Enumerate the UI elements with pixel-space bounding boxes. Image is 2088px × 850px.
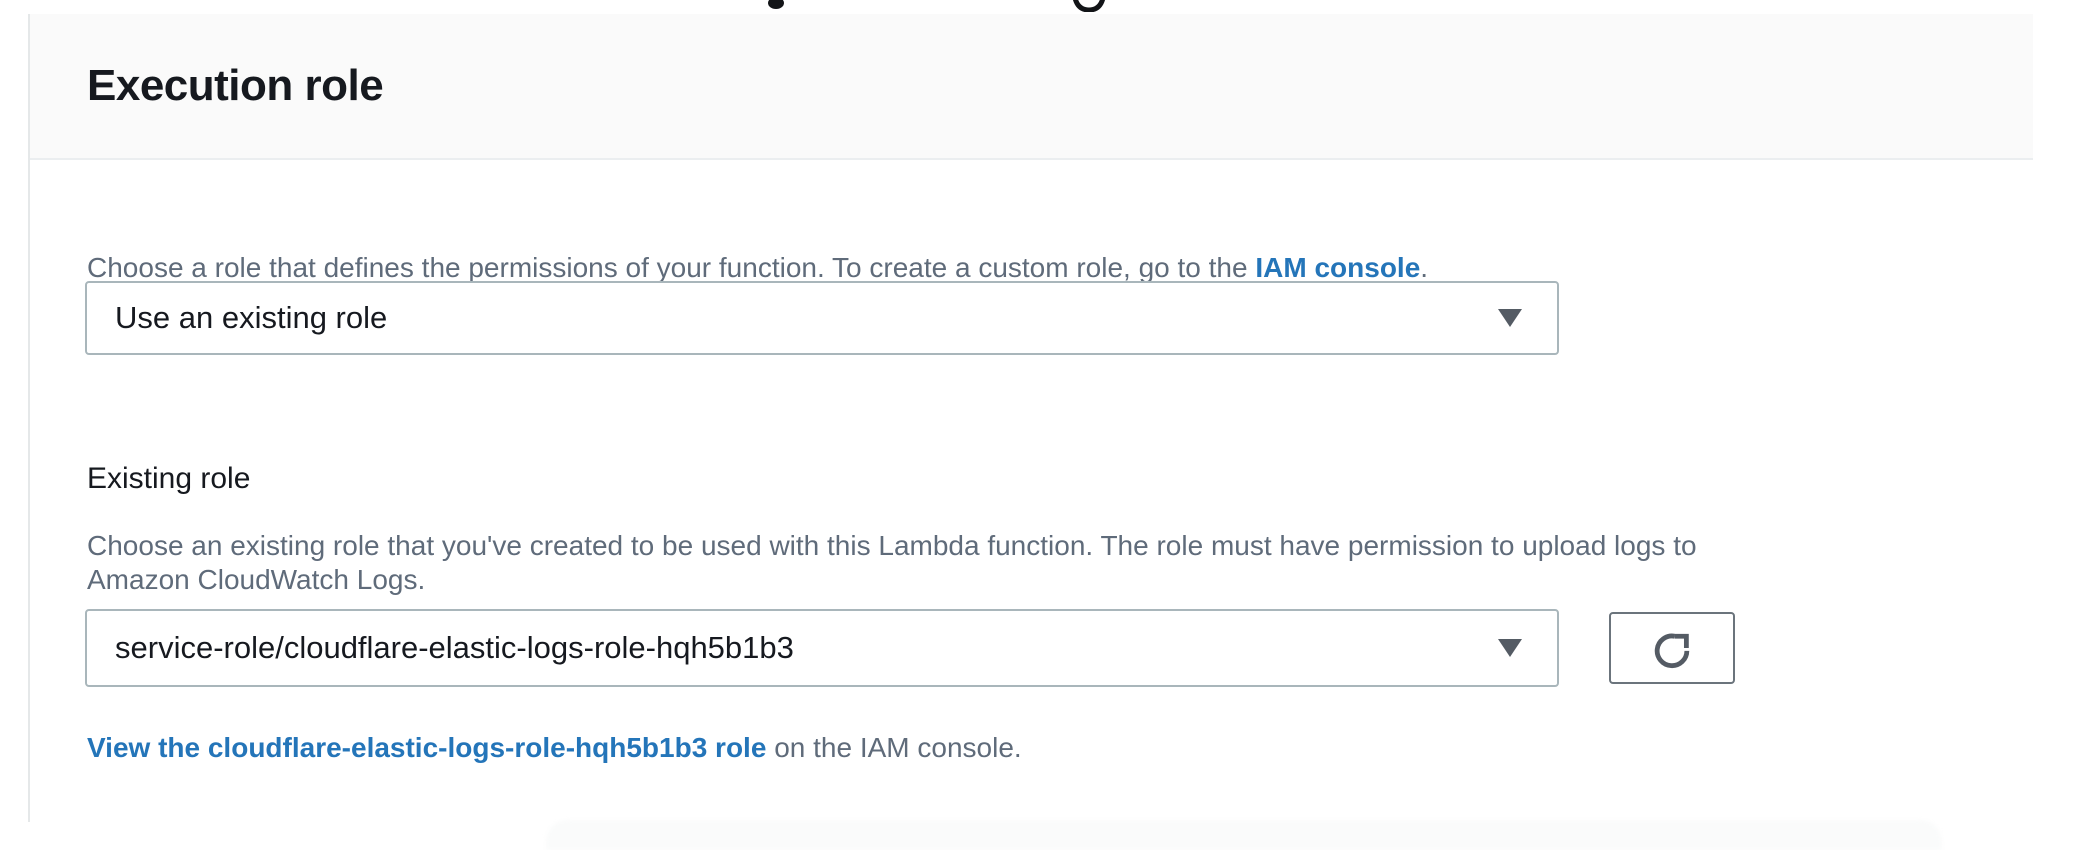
cropped-text-remnant [768, 0, 1105, 12]
existing-role-select-value: service-role/cloudflare-elastic-logs-rol… [115, 630, 794, 665]
existing-role-help: Choose an existing role that you've crea… [87, 529, 2007, 597]
panel-title: Execution role [87, 61, 384, 110]
caret-down-icon [1498, 639, 1522, 657]
refresh-roles-button[interactable] [1609, 612, 1735, 684]
iam-console-link[interactable]: IAM console [1255, 252, 1421, 283]
role-config-description-period: . [1420, 252, 1429, 283]
role-config-description: Choose a role that defines the permissio… [87, 250, 1987, 286]
existing-role-help-line2: Amazon CloudWatch Logs. [87, 564, 426, 595]
refresh-icon [1654, 633, 1690, 669]
role-source-select-value: Use an existing role [115, 300, 388, 335]
view-role-suffix: on the IAM console. [766, 732, 1022, 763]
existing-role-help-line1: Choose an existing role that you've crea… [87, 530, 1697, 561]
view-role-link[interactable]: View the cloudflare-elastic-logs-role-hq… [87, 732, 767, 763]
panel-left-border [28, 14, 30, 822]
existing-role-select[interactable]: service-role/cloudflare-elastic-logs-rol… [85, 609, 1559, 687]
next-section-top-edge [546, 820, 1942, 850]
panel-header: Execution role [28, 14, 2033, 160]
view-role-line: View the cloudflare-elastic-logs-role-hq… [87, 730, 1987, 766]
role-config-description-text: Choose a role that defines the permissio… [87, 252, 1256, 283]
caret-down-icon [1498, 309, 1522, 327]
role-source-select[interactable]: Use an existing role [85, 281, 1559, 355]
existing-role-label: Existing role [87, 462, 251, 495]
